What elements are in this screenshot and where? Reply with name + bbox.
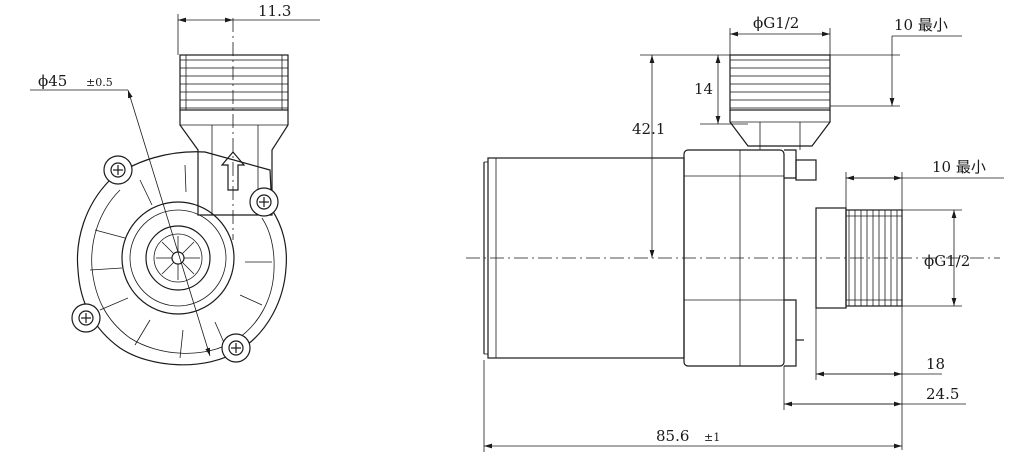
dim-outlet-offset: 11.3 [258, 2, 291, 20]
side-outlet-thread [845, 209, 903, 307]
dim-thread-side-min: 10 最小 [932, 158, 986, 176]
dim-thread-side: ϕG1/2 [924, 252, 970, 270]
impeller-outer [121, 201, 235, 315]
dim-thread-top: ϕG1/2 [753, 14, 799, 32]
top-outlet-thread [729, 54, 831, 111]
side-view: ϕG1/2 10 最小 14 42.1 10 最小 ϕG1/2 18 [466, 14, 1004, 452]
pump-head [683, 149, 785, 367]
front-outlet-thread [179, 54, 289, 111]
dim-diameter-tol: ±0.5 [86, 76, 113, 89]
dim-diameter-main: ϕ45 [38, 72, 67, 90]
dim-len-18: 18 [926, 355, 945, 373]
dim-total-len: 85.6 [656, 427, 689, 445]
dim-len-245: 24.5 [926, 385, 959, 403]
front-view: 11.3 ϕ45 ±0.5 [30, 2, 320, 366]
dim-total-tol: ±1 [704, 431, 720, 444]
dim-thread-len: 14 [694, 80, 713, 98]
dim-height-center: 42.1 [632, 120, 665, 138]
impeller-vanes [156, 236, 200, 280]
dim-thread-top-min: 10 最小 [894, 16, 948, 34]
flow-direction-arrow [220, 151, 246, 191]
mounting-screws [71, 155, 279, 363]
volute-housing [76, 151, 287, 366]
